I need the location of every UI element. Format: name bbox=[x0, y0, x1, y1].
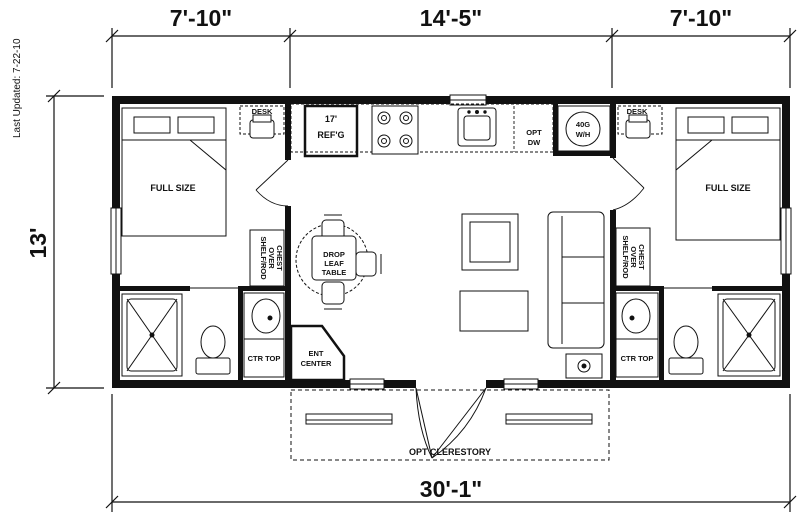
toilet-right bbox=[668, 325, 704, 375]
door-swings bbox=[190, 157, 712, 289]
dimension-depth: 13' bbox=[25, 227, 51, 258]
desk-left-label: DESK bbox=[252, 107, 273, 116]
counter-left bbox=[243, 338, 285, 378]
sink-left bbox=[243, 292, 285, 340]
dimension-overall-length: 30'-1" bbox=[420, 476, 482, 502]
counter-right bbox=[615, 338, 659, 378]
refrigerator-label-1: 17' bbox=[325, 114, 337, 124]
water-heater bbox=[557, 105, 611, 152]
armchair bbox=[461, 213, 519, 271]
shelf-right bbox=[615, 227, 651, 287]
ctr-top-left-label: CTR TOP bbox=[248, 354, 281, 363]
clerestory-label: OPT CLERESTORY bbox=[409, 447, 491, 457]
desk-left bbox=[239, 105, 285, 139]
last-updated-note: Last Updated: 7-22-10 bbox=[12, 38, 23, 138]
exterior-walls bbox=[112, 96, 790, 388]
ent-center-label-2: CENTER bbox=[301, 359, 332, 368]
porch-steps-left bbox=[305, 413, 393, 425]
range-burners bbox=[371, 105, 419, 155]
water-heater-label-1: 40G bbox=[576, 120, 590, 129]
shelf-left-label-3: CHEST bbox=[275, 245, 284, 271]
refrigerator-label-2: REF'G bbox=[317, 130, 344, 140]
table-label-3: TABLE bbox=[322, 268, 346, 277]
kitchen-counter bbox=[290, 103, 554, 153]
shelf-right-label-1: SHELF/ROD bbox=[621, 235, 630, 279]
dimension-right-width: 7'-10" bbox=[670, 5, 732, 31]
shelf-left-label-2: OVER bbox=[267, 247, 276, 269]
dimension-center-width: 14'-5" bbox=[420, 5, 482, 31]
water-heater-label-2: W/H bbox=[576, 130, 591, 139]
porch-steps-right bbox=[505, 413, 593, 425]
kitchen-sink bbox=[457, 107, 497, 147]
bed-right bbox=[675, 107, 781, 241]
dishwasher-label-2: DW bbox=[528, 138, 541, 147]
desk-right bbox=[617, 105, 663, 139]
bed-right-label: FULL SIZE bbox=[705, 183, 750, 193]
ctr-top-right-label: CTR TOP bbox=[621, 354, 654, 363]
dimension-left-width: 7'-10" bbox=[170, 5, 232, 31]
bar-sink bbox=[565, 353, 603, 379]
top-dimension-lines bbox=[105, 28, 797, 88]
coffee-table bbox=[459, 290, 529, 332]
shelf-left-label-1: SHELF/ROD bbox=[259, 236, 268, 280]
interior-walls bbox=[120, 104, 782, 382]
drop-leaf-table bbox=[295, 214, 382, 310]
ent-center-label-1: ENT bbox=[309, 349, 324, 358]
table-label-1: DROP bbox=[323, 250, 345, 259]
shower-right bbox=[717, 293, 781, 377]
windows bbox=[110, 94, 792, 390]
sink-right bbox=[615, 292, 659, 340]
table-label-2: LEAF bbox=[324, 259, 344, 268]
clerestory-outline bbox=[290, 389, 610, 461]
shelf-right-label-2: OVER bbox=[629, 246, 638, 268]
bed-left-label: FULL SIZE bbox=[150, 183, 195, 193]
toilet-left bbox=[195, 325, 231, 375]
bed-left bbox=[121, 107, 227, 237]
shelf-right-label-3: CHEST bbox=[637, 244, 646, 270]
dishwasher-label-1: OPT bbox=[526, 128, 542, 137]
entry-door-swing bbox=[415, 387, 487, 459]
refrigerator bbox=[303, 104, 359, 158]
bottom-dimension-lines bbox=[105, 394, 797, 512]
sofa bbox=[547, 211, 605, 349]
entertainment-center bbox=[289, 324, 346, 382]
desk-right-label: DESK bbox=[627, 107, 648, 116]
shelf-left bbox=[249, 229, 285, 287]
shower-left bbox=[121, 293, 183, 377]
left-dimension-lines bbox=[46, 89, 104, 395]
